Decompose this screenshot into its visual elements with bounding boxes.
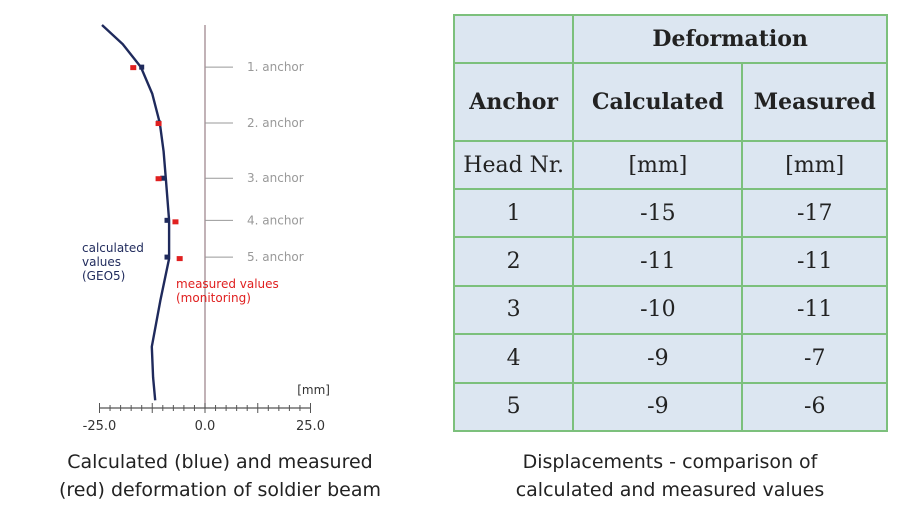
anchor-label: 3. anchor [247, 171, 304, 185]
header-anchor: Anchor [452, 62, 575, 142]
cell: -7 [741, 333, 888, 384]
calculated-point [139, 64, 145, 70]
x-tick-label: -25.0 [83, 419, 117, 434]
legend-calculated: calculated [82, 241, 144, 255]
caption-line: calculated and measured values [515, 479, 825, 501]
measured-point [130, 65, 137, 71]
cell: -17 [741, 187, 888, 239]
measured-point [176, 256, 183, 262]
header-calculated: Calculated [572, 62, 744, 142]
legend-measured: (monitoring) [176, 291, 251, 305]
cell: 4 [452, 333, 575, 384]
group-header: Deformation [572, 14, 888, 64]
calculated-point [164, 254, 170, 260]
cell: -9 [572, 381, 744, 433]
caption-line: (red) deformation of soldier beam [58, 479, 382, 501]
legend-calculated: values [82, 255, 121, 269]
measured-point [172, 219, 179, 225]
left-caption: Calculated (blue) and measured (red) def… [10, 448, 430, 504]
caption-line: Calculated (blue) and measured [67, 451, 373, 473]
x-tick-label: 25.0 [296, 419, 325, 434]
cell: -15 [572, 187, 744, 239]
measured-point [155, 176, 162, 182]
anchor-label: 4. anchor [247, 213, 304, 227]
cell: 1 [452, 187, 575, 239]
cell: -6 [741, 381, 888, 433]
right-caption: Displacements - comparison of calculated… [455, 448, 885, 504]
anchor-label: 5. anchor [247, 250, 304, 264]
calculated-point [160, 175, 166, 181]
unit-cell: Head Nr. [452, 140, 575, 190]
anchor-label: 2. anchor [247, 116, 304, 130]
table-row: 4-9-7 [452, 333, 888, 384]
unit-label: [mm] [297, 383, 330, 397]
cell: -9 [572, 333, 744, 384]
table-row: 2-11-11 [452, 236, 888, 287]
table-row: 5-9-6 [452, 381, 888, 433]
caption-line: Displacements - comparison of [522, 451, 818, 473]
unit-cell: [mm] [741, 140, 888, 190]
calculated-point [164, 217, 170, 223]
cell: -11 [741, 284, 888, 336]
deformation-chart: -25.0 0.0 25.0 [mm] 1. anchor 2. anchor 3. anc… [82, 24, 330, 434]
deformation-table: Deformation Anchor Calculated Measured H… [452, 14, 888, 433]
cell: -11 [572, 236, 744, 287]
cell: 2 [452, 236, 575, 287]
empty-header-cell [452, 14, 575, 64]
cell: -10 [572, 284, 744, 336]
anchor-label: 1. anchor [247, 60, 304, 74]
measured-point [155, 121, 162, 127]
table-row: 1-15-17 [452, 187, 888, 239]
table-row: 3-10-11 [452, 284, 888, 336]
x-tick-label: 0.0 [195, 419, 216, 434]
unit-cell: [mm] [572, 140, 744, 190]
cell: -11 [741, 236, 888, 287]
legend-measured: measured values [176, 277, 279, 291]
legend-calculated: (GEO5) [82, 269, 125, 283]
cell: 5 [452, 381, 575, 433]
calculated-curve [101, 24, 171, 401]
cell: 3 [452, 284, 575, 336]
header-measured: Measured [741, 62, 888, 142]
